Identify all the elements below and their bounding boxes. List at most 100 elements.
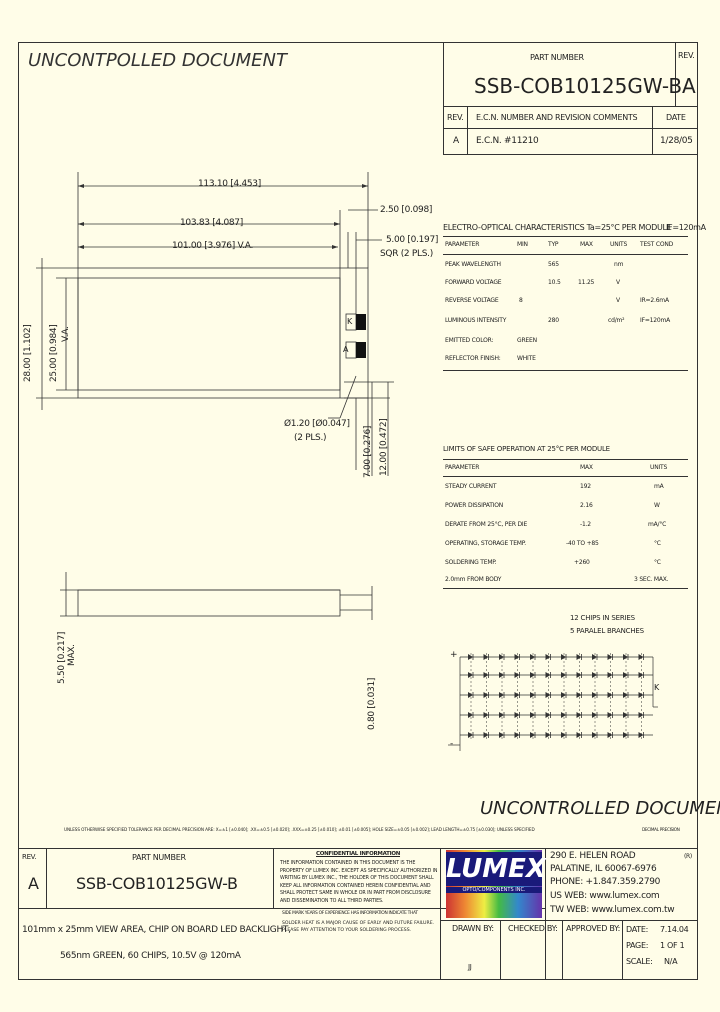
limits-cell: +260 <box>574 559 590 566</box>
diode-symbol <box>638 692 644 698</box>
row-line <box>443 128 698 129</box>
eo-h-cond: TEST COND <box>640 241 674 248</box>
eo-title: ELECTRO-OPTICAL CHARACTERISTICS Ta=25°C … <box>443 223 672 232</box>
lumex-logo: LUMEX OPTO/COMPONENTS INC. <box>446 850 546 918</box>
dim-1200: 12.00 [0.472] <box>379 418 389 476</box>
eo-cell: LUMINOUS INTENSITY <box>445 317 507 324</box>
footer-line <box>440 920 698 921</box>
limits-cell: °C <box>654 540 661 547</box>
eo-cell: cd/m² <box>608 317 625 324</box>
diode-symbol <box>499 692 504 698</box>
eo-cell: V <box>616 279 620 286</box>
diode-symbol <box>514 712 520 718</box>
limits-cell: W <box>654 502 660 509</box>
diode-symbol <box>514 732 520 738</box>
diode-symbol <box>592 692 597 698</box>
diode-symbol <box>607 732 613 738</box>
limits-cell: -1.2 <box>580 521 591 528</box>
footer-part: SSB-COB10125GW-B <box>76 874 238 893</box>
footer-rev: A <box>28 874 39 893</box>
diode-symbol <box>514 654 520 660</box>
col-line <box>467 106 468 154</box>
limits-line <box>443 459 688 460</box>
diode-symbol <box>607 712 613 718</box>
diode-symbol <box>545 732 551 738</box>
diode-symbol <box>468 672 473 678</box>
footer-col <box>440 848 441 980</box>
eo-cell: 11.25 <box>578 279 595 286</box>
date-row: 1/28/05 <box>660 136 693 146</box>
circuit-line1: 12 CHIPS IN SERIES <box>570 614 635 622</box>
diode-symbol <box>638 672 644 678</box>
watermark-top: UNCONTPOLLED DOCUMENT <box>28 50 288 71</box>
diode-symbol <box>623 692 628 698</box>
eo-h-param: PARAMETER <box>445 241 480 248</box>
limits-cell: mA <box>654 483 664 490</box>
logo-sub: OPTO/COMPONENTS INC. <box>446 887 542 893</box>
limits-cell: POWER DISSIPATION <box>445 502 504 509</box>
eo-cell: 10.5 <box>548 279 561 286</box>
diode-symbol <box>483 732 489 738</box>
phone: PHONE: +1.847.359.2790 <box>550 877 661 887</box>
footer-col <box>622 920 623 980</box>
diode-symbol <box>483 712 489 718</box>
dim-550: 5.50 [0.217] <box>57 631 67 684</box>
row-line <box>443 154 698 155</box>
rev-divider <box>675 42 676 106</box>
circuit-k: K <box>654 683 659 692</box>
diode-symbol <box>592 712 597 718</box>
footer-col <box>46 848 47 908</box>
limits-h-param: PARAMETER <box>445 464 480 471</box>
date-value: 7.14.04 <box>660 925 689 934</box>
circuit-minus: - <box>450 739 453 749</box>
rev-label: REV. <box>678 51 695 60</box>
date-label: DATE: <box>626 925 649 934</box>
eo-cell: GREEN <box>517 337 537 344</box>
dim-700: 7.00 [0.276] <box>363 425 373 478</box>
title-block-divider <box>443 42 444 154</box>
checked-by-label: CHECKED BY: <box>508 924 558 933</box>
dim-mid: 103.83 [4.087] <box>180 218 243 228</box>
limits-cell: mA/°C <box>648 521 667 528</box>
limits-cell: °C <box>654 559 661 566</box>
part-number: SSB-COB10125GW-B <box>474 74 683 98</box>
eo-cell: IR=2.6mA <box>640 297 669 304</box>
limits-line <box>443 588 688 589</box>
limits-cell: 192 <box>580 483 591 490</box>
address-line1: 290 E. HELEN ROAD <box>550 851 636 861</box>
diode-symbol <box>638 654 644 660</box>
diode-symbol <box>592 732 597 738</box>
diode-symbol <box>530 732 535 738</box>
solder-note: SOLDER HEAT IS A MAJOR CAUSE OF EARLY AN… <box>282 921 435 933</box>
limits-cell: STEADY CURRENT <box>445 483 497 490</box>
limits-cell: 2.16 <box>580 502 593 509</box>
limits-cell: 3 SEC. MAX. <box>634 576 669 583</box>
diode-symbol <box>623 654 628 660</box>
diode-symbol <box>607 654 613 660</box>
diode-symbol <box>638 732 644 738</box>
page-value: 1 OF 1 <box>660 941 685 950</box>
limits-h-units: UNITS <box>650 464 668 471</box>
dim-max: MAX. <box>67 644 77 666</box>
eo-cell: 8 <box>519 297 523 304</box>
eo-cell: WHITE <box>517 355 536 362</box>
ecn-col-header: E.C.N. NUMBER AND REVISION COMMENTS <box>476 113 638 122</box>
dim-250: 2.50 [0.098] <box>380 205 433 215</box>
limits-h-max: MAX <box>580 464 593 471</box>
eo-cell: 565 <box>548 261 559 268</box>
view-area-outline <box>77 277 341 391</box>
eo-cell: REFLECTOR FINISH: <box>445 355 501 362</box>
board-outline <box>77 267 369 399</box>
diode-symbol <box>576 654 582 660</box>
dim-h28: 28.00 [1.102] <box>23 324 33 382</box>
conf-text: THE INFORMATION CONTAINED IN THIS DOCUME… <box>280 861 438 904</box>
dim-h25: 25.00 [0.984] <box>49 324 59 382</box>
footer-line <box>18 908 545 909</box>
eo-cell: nm <box>614 261 624 268</box>
diode-symbol <box>545 692 551 698</box>
eo-h-typ: TYP <box>548 241 559 248</box>
diode-symbol <box>468 692 473 698</box>
diode-symbol <box>592 672 597 678</box>
diode-symbol <box>623 712 628 718</box>
diode-symbol <box>576 712 582 718</box>
